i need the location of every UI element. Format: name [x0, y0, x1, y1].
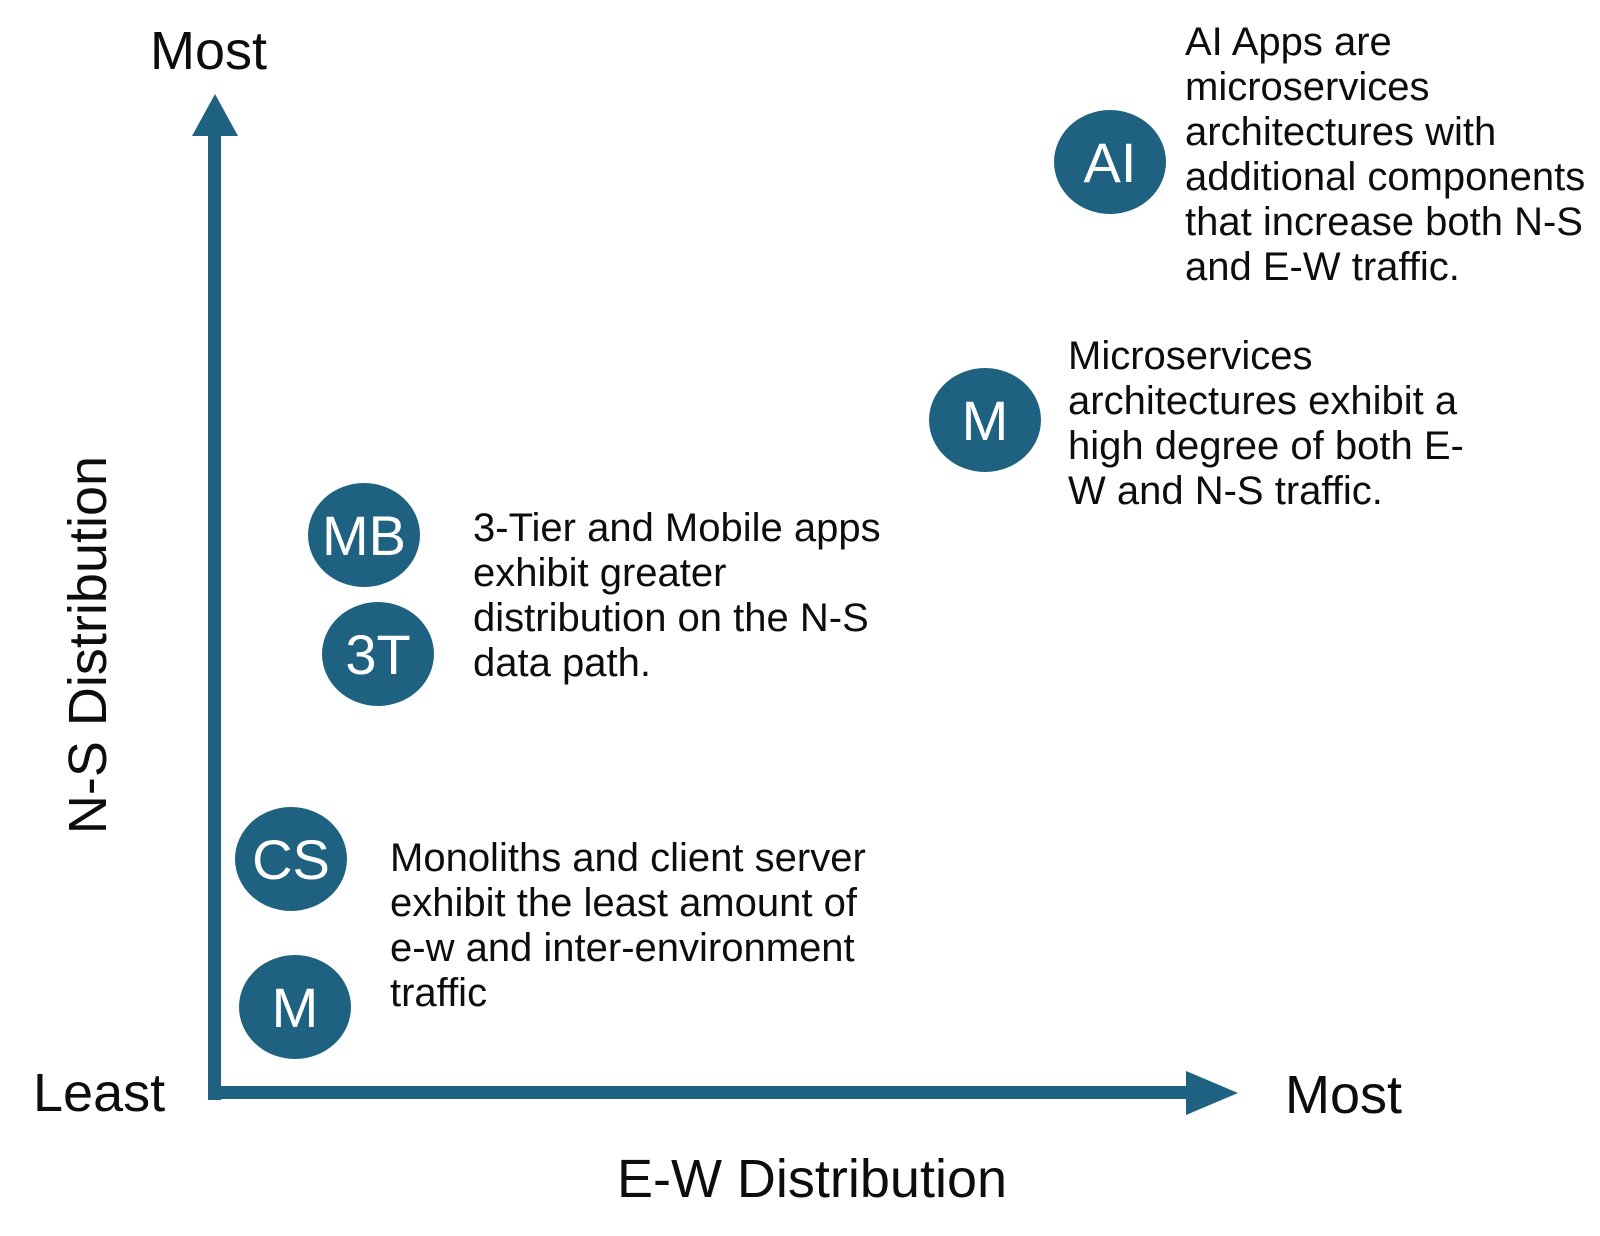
bubble-monolith-label: M [271, 975, 319, 1039]
x-axis-title: E-W Distribution [616, 1149, 1008, 1209]
note-microservices: Microservices architectures exhibit a hi… [1068, 334, 1464, 513]
bubble-microservices-label: M [961, 388, 1009, 452]
x-axis-line [208, 1086, 1186, 1099]
bubble-client-server-label: CS [252, 827, 330, 891]
note-ai-apps: AI Apps are microservices architectures … [1185, 20, 1586, 289]
bubble-monolith: M [239, 955, 351, 1059]
origin-min-label: Least [33, 1063, 166, 1123]
bubble-three-tier-label: 3T [345, 622, 411, 686]
y-axis-title: N-S Distribution [58, 455, 118, 835]
bubble-microservices: M [929, 368, 1041, 472]
note-monoliths-client-server: Monoliths and client server exhibit the … [390, 836, 866, 1015]
note-three-tier-mobile: 3-Tier and Mobile apps exhibit greater d… [473, 506, 881, 685]
y-axis-line [208, 133, 221, 1100]
bubble-ai-apps: AI [1054, 110, 1166, 214]
bubble-mobile: MB [308, 483, 420, 587]
bubble-mobile-label: MB [322, 503, 406, 567]
y-axis-arrowhead-icon [192, 94, 238, 136]
x-axis-arrowhead-icon [1186, 1071, 1238, 1115]
bubble-ai-label: AI [1083, 130, 1137, 194]
y-axis-max-label: Most [150, 21, 268, 81]
x-axis-max-label: Most [1285, 1065, 1403, 1125]
bubble-three-tier: 3T [322, 602, 434, 706]
bubble-client-server: CS [235, 807, 347, 911]
